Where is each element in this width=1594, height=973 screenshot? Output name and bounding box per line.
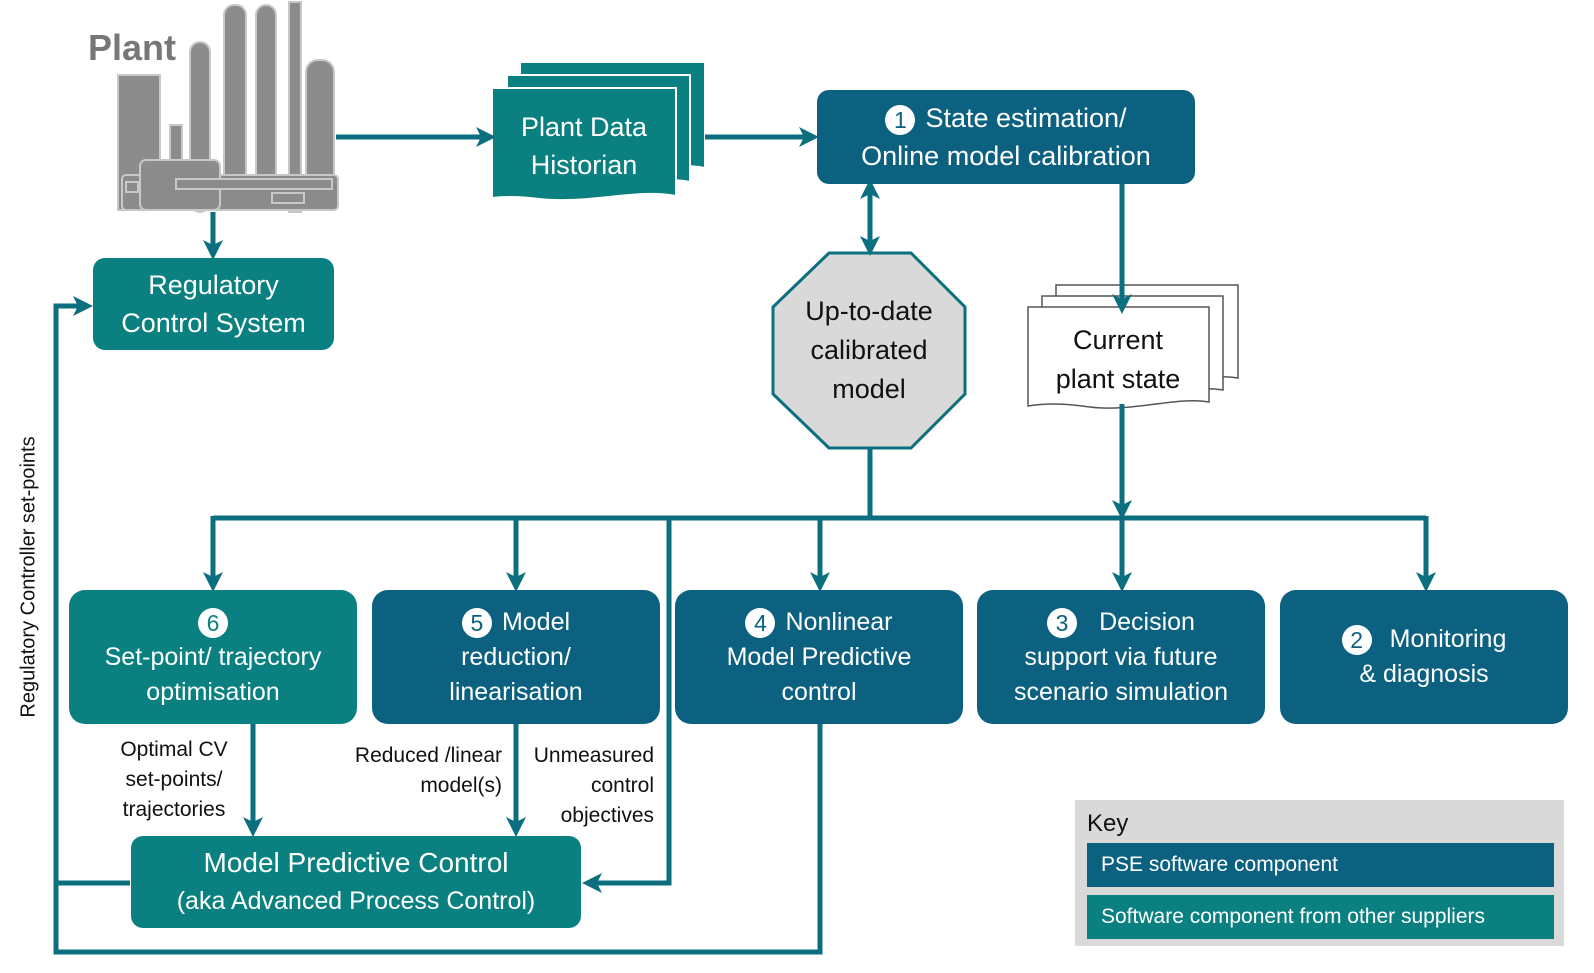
number-badge-2: 2 <box>1341 625 1372 656</box>
unmeasured-line2: control <box>590 774 654 797</box>
state-estimation-line1: 1 State estimation/ <box>885 99 1127 137</box>
model-line1: Up-to-date <box>805 296 933 326</box>
number-badge-3: 3 <box>1047 607 1078 638</box>
box4-line2: Model Predictive <box>726 642 912 671</box>
box5-title: Model <box>501 607 571 636</box>
state-estimation-line2: Online model calibration <box>861 141 1151 171</box>
reduced-model-line2: model(s) <box>420 774 502 797</box>
box2-line1: 2 Monitoring <box>1341 622 1507 657</box>
box5-line2: reduction/ <box>461 642 571 671</box>
number-badge-4: 4 <box>745 607 776 638</box>
box3-line1: 3 Decision <box>1047 605 1195 640</box>
model-octagon <box>771 251 967 450</box>
optimal-cv-line1: Optimal CV <box>120 738 228 761</box>
decision-support-box[interactable]: 3 Decision support via future scenario si… <box>977 590 1265 724</box>
box4-line1: 4 Nonlinear <box>745 605 893 640</box>
box2-line2: & diagnosis <box>1359 660 1489 688</box>
box6-number-row: 6 <box>198 605 228 640</box>
key-title: Key <box>1087 810 1129 837</box>
current-state-line1: Current <box>1072 325 1164 355</box>
current-state-line2: plant state <box>1055 364 1181 394</box>
reduced-model-label: Reduced /linear model(s) <box>330 741 502 801</box>
connector-lines <box>53 127 1436 955</box>
mpc-line2: (aka Advanced Process Control) <box>176 887 536 915</box>
box6-line2: optimisation <box>146 677 280 706</box>
model-line2: calibrated <box>810 335 928 365</box>
regulatory-setpoints-label: Regulatory Controller set-points <box>17 436 40 718</box>
unmeasured-line3: objectives <box>560 804 654 827</box>
optimal-cv-label: Optimal CV set-points/ trajectories <box>96 735 252 825</box>
mpc-line1: Model Predictive Control <box>203 847 509 878</box>
model-reduction-box[interactable]: 5 Model reduction/ linearisation <box>372 590 660 724</box>
historian-line1: Plant Data <box>520 112 648 142</box>
historian-label: Plant Data Historian <box>494 108 674 184</box>
model-line3: model <box>832 374 906 404</box>
key-pse-row: PSE software component <box>1087 843 1554 887</box>
model-label: Up-to-date calibrated model <box>773 292 965 409</box>
mpc-box[interactable]: Model Predictive Control (aka Advanced P… <box>131 836 581 928</box>
historian-line2: Historian <box>530 150 638 180</box>
key-legend: Key PSE software component Software comp… <box>1075 800 1564 946</box>
unmeasured-label: Unmeasured control objectives <box>520 741 654 831</box>
reduced-model-line1: Reduced /linear <box>354 744 502 767</box>
nonlinear-mpc-box[interactable]: 4 Nonlinear Model Predictive control <box>675 590 963 724</box>
box5-line3: linearisation <box>449 677 583 706</box>
state-estimation-box[interactable]: 1 State estimation/ Online model calibrat… <box>817 90 1195 184</box>
box3-line3: scenario simulation <box>1014 677 1228 706</box>
optimal-cv-line3: trajectories <box>122 798 226 821</box>
optimal-cv-line2: set-points/ <box>125 768 223 791</box>
current-state-shape <box>1027 284 1239 409</box>
plant-title: Plant <box>88 27 177 68</box>
regulatory-line1: Regulatory <box>148 270 279 300</box>
state-estimation-title: State estimation/ <box>925 103 1127 133</box>
regulatory-control-box[interactable]: Regulatory Control System <box>93 258 334 350</box>
box4-line3: control <box>781 677 857 706</box>
box6-line1: Set-point/ trajectory <box>104 642 322 671</box>
current-state-label: Current plant state <box>1028 321 1208 399</box>
monitoring-box[interactable]: 2 Monitoring & diagnosis <box>1280 590 1568 724</box>
box3-line2: support via future <box>1024 642 1218 671</box>
box5-line1: 5 Model <box>461 605 571 640</box>
box3-title: Decision <box>1099 607 1195 636</box>
number-badge-6: 6 <box>198 607 228 638</box>
plant-icon <box>117 1 339 213</box>
historian-shape <box>491 61 706 202</box>
regulatory-line2: Control System <box>121 308 306 338</box>
unmeasured-line1: Unmeasured <box>533 744 654 767</box>
number-badge-1: 1 <box>885 104 916 135</box>
box4-title: Nonlinear <box>785 607 893 636</box>
key-other-row: Software component from other suppliers <box>1087 895 1554 939</box>
setpoint-optimisation-box[interactable]: 6 Set-point/ trajectory optimisation <box>69 590 357 724</box>
box2-title: Monitoring <box>1389 625 1507 653</box>
number-badge-5: 5 <box>461 607 492 638</box>
